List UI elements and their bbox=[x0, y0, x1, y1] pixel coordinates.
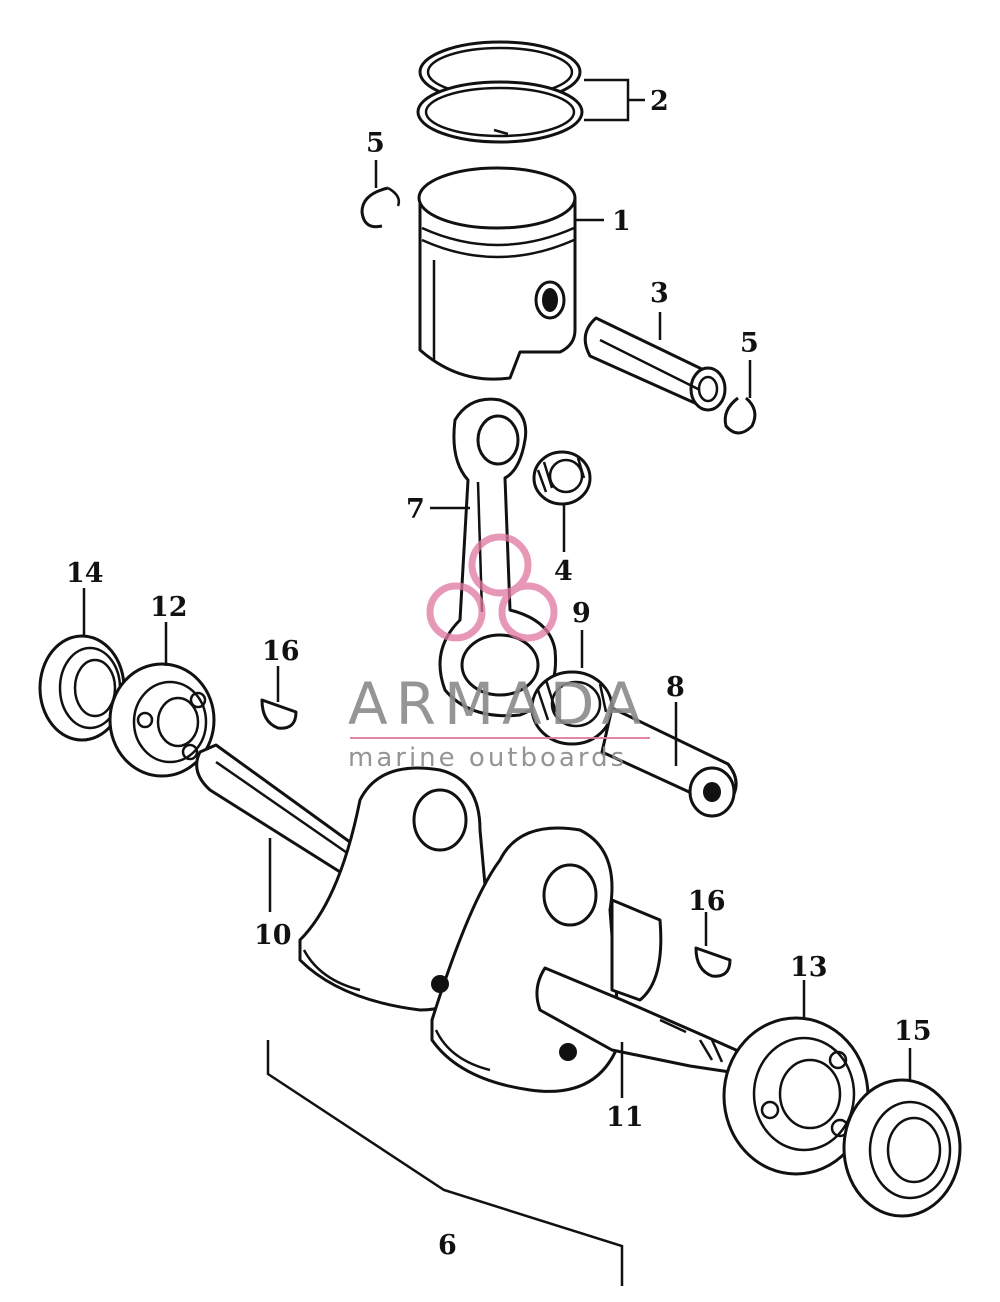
callout-labels: 1 2 3 4 5 5 6 7 8 9 10 11 12 13 14 15 16… bbox=[66, 86, 932, 1261]
leader-lines bbox=[82, 78, 912, 1286]
callout-3: 3 bbox=[650, 278, 669, 309]
callout-9: 9 bbox=[572, 598, 591, 629]
woodruff-key-right bbox=[694, 946, 732, 978]
piston-pin bbox=[583, 316, 727, 412]
callout-8: 8 bbox=[666, 672, 685, 703]
callout-16-right: 16 bbox=[688, 886, 726, 917]
callout-7: 7 bbox=[406, 494, 425, 525]
ball-bearing-right bbox=[722, 1016, 870, 1176]
callout-5-right: 5 bbox=[740, 328, 759, 359]
small-end-bearing bbox=[532, 450, 592, 506]
circlip-right bbox=[723, 396, 757, 435]
connecting-rod bbox=[438, 397, 558, 718]
callout-16-left: 16 bbox=[262, 636, 300, 667]
circlip-left bbox=[360, 186, 401, 229]
callout-4: 4 bbox=[554, 556, 573, 587]
callout-10: 10 bbox=[254, 920, 292, 951]
crank-pin bbox=[600, 706, 738, 818]
watermark-tagline: marine outboards bbox=[348, 743, 627, 773]
armada-logo-icon bbox=[426, 533, 558, 642]
callout-13: 13 bbox=[790, 952, 828, 983]
callout-6: 6 bbox=[438, 1230, 457, 1261]
callout-5-top: 5 bbox=[366, 128, 385, 159]
piston bbox=[417, 166, 577, 381]
callout-12: 12 bbox=[150, 592, 188, 623]
oil-seal-right bbox=[842, 1078, 962, 1218]
callout-11: 11 bbox=[606, 1102, 644, 1133]
callout-2: 2 bbox=[650, 86, 669, 117]
piston-rings bbox=[416, 40, 584, 144]
woodruff-key-left bbox=[260, 698, 298, 730]
callout-14: 14 bbox=[66, 558, 104, 589]
watermark-brand: ARMADA bbox=[348, 670, 649, 738]
ball-bearing-left bbox=[108, 662, 216, 778]
callout-15: 15 bbox=[894, 1016, 932, 1047]
crankshaft bbox=[195, 743, 741, 1093]
armada-watermark: ARMADA marine outboards bbox=[348, 533, 650, 773]
callout-1: 1 bbox=[612, 206, 631, 237]
